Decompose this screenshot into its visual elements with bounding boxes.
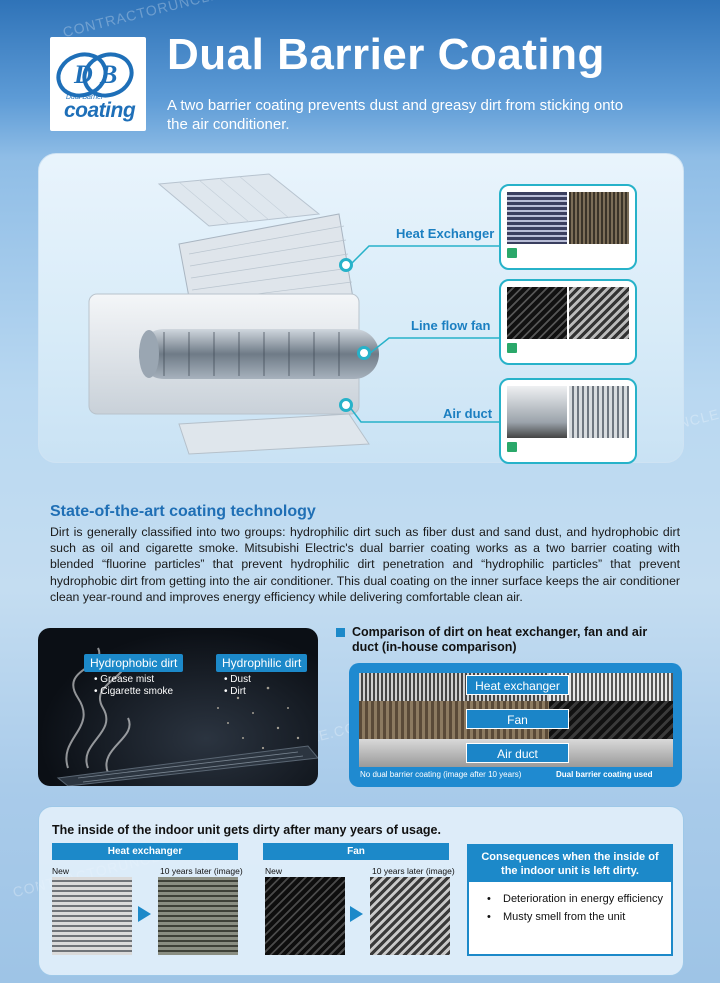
clean-duct-image: [507, 386, 567, 438]
usage-title: The inside of the indoor unit gets dirty…: [52, 823, 441, 837]
frame-air-duct: [499, 378, 637, 464]
air-conditioner-illustration: [88, 173, 379, 455]
dirty-heat-exchanger-image: [569, 192, 629, 244]
hydrophobic-dirt-list: • Grease mist • Cigarette smoke: [94, 674, 174, 697]
fan-later-image: [370, 877, 450, 955]
hydrophobic-item: Grease mist: [100, 674, 155, 685]
caption-new: New: [265, 866, 283, 876]
dual-barrier-logo: D B Dual Barrier coating: [50, 37, 146, 131]
comparison-caption-coated: Dual barrier coating used: [556, 770, 653, 779]
band-heat-exchanger: Heat exchanger: [52, 843, 238, 860]
hotspot-air-duct[interactable]: [339, 398, 353, 412]
db-logo-icon: D B: [56, 52, 134, 98]
heat-exchanger-later-image: [158, 877, 238, 955]
consequences-list: Deterioration in energy efficiency Musty…: [469, 882, 671, 924]
list-item: Musty smell from the unit: [487, 910, 671, 924]
arrow-right-icon: [138, 906, 151, 922]
callout-air-duct: Air duct: [443, 406, 493, 421]
caption-new: New: [52, 866, 70, 876]
logo-word: coating: [64, 99, 136, 122]
arrow-right-icon: [350, 906, 363, 922]
comparison-caption-uncoated: No dual barrier coating (image after 10 …: [360, 770, 522, 779]
caption-later: 10 years later (image): [372, 866, 455, 876]
list-item: Deterioration in energy efficiency: [487, 892, 671, 906]
smoke-illustration: [56, 647, 318, 786]
hero-panel: Heat Exchanger Line flow fan Air duct: [38, 153, 684, 464]
page-subtitle: A two barrier coating prevents dust and …: [167, 97, 624, 133]
fan-new-image: [265, 877, 345, 955]
hydrophobic-item: Cigarette smoke: [100, 686, 174, 697]
page-title: Dual Barrier Coating: [167, 30, 605, 79]
comparison-heading: Comparison of dirt on heat exchanger, fa…: [352, 625, 648, 654]
callout-heat-exchanger: Heat Exchanger: [396, 226, 495, 241]
hydrophilic-item: Dirt: [230, 686, 246, 697]
coating-mini-icon: [507, 248, 517, 258]
svg-text:D: D: [73, 60, 93, 89]
consequences-heading: Consequences when the inside of the indo…: [469, 846, 671, 882]
comparison-label-air-duct: Air duct: [466, 743, 569, 763]
heat-exchanger-new-image: [52, 877, 132, 955]
comparison-label-fan: Fan: [466, 709, 569, 729]
hydrophilic-dirt-list: • Dust • Dirt: [224, 674, 251, 697]
section-body: Dirt is generally classified into two gr…: [50, 525, 680, 604]
hydrophilic-item: Dust: [230, 674, 251, 685]
hydrophilic-dirt-label: Hydrophilic dirt: [216, 654, 308, 672]
dirt-types-panel: Hydrophobic dirt • Grease mist • Cigaret…: [38, 628, 318, 786]
dirty-duct-image: [569, 386, 629, 438]
frame-heat-exchanger: [499, 184, 637, 270]
hotspot-fan[interactable]: [357, 346, 371, 360]
comparison-bullet-icon: [336, 628, 345, 637]
svg-text:B: B: [99, 60, 117, 89]
coating-mini-icon: [507, 442, 517, 452]
logo-small-text: Dual Barrier: [66, 94, 104, 101]
coated-exchanger-strip: [549, 673, 673, 701]
caption-later: 10 years later (image): [160, 866, 243, 876]
comparison-label-heat-exchanger: Heat exchanger: [466, 675, 569, 695]
frame-fan: [499, 279, 637, 365]
clean-heat-exchanger-image: [507, 192, 567, 244]
callout-line-flow-fan: Line flow fan: [411, 318, 491, 333]
hotspot-heat-exchanger[interactable]: [339, 258, 353, 272]
hydrophobic-dirt-label: Hydrophobic dirt: [84, 654, 184, 672]
dirty-fan-image: [569, 287, 629, 339]
band-fan: Fan: [263, 843, 449, 860]
clean-fan-image: [507, 287, 567, 339]
coating-mini-icon: [507, 343, 517, 353]
consequences-box: Consequences when the inside of the indo…: [467, 844, 673, 956]
section-title: State-of-the-art coating technology: [50, 503, 316, 520]
